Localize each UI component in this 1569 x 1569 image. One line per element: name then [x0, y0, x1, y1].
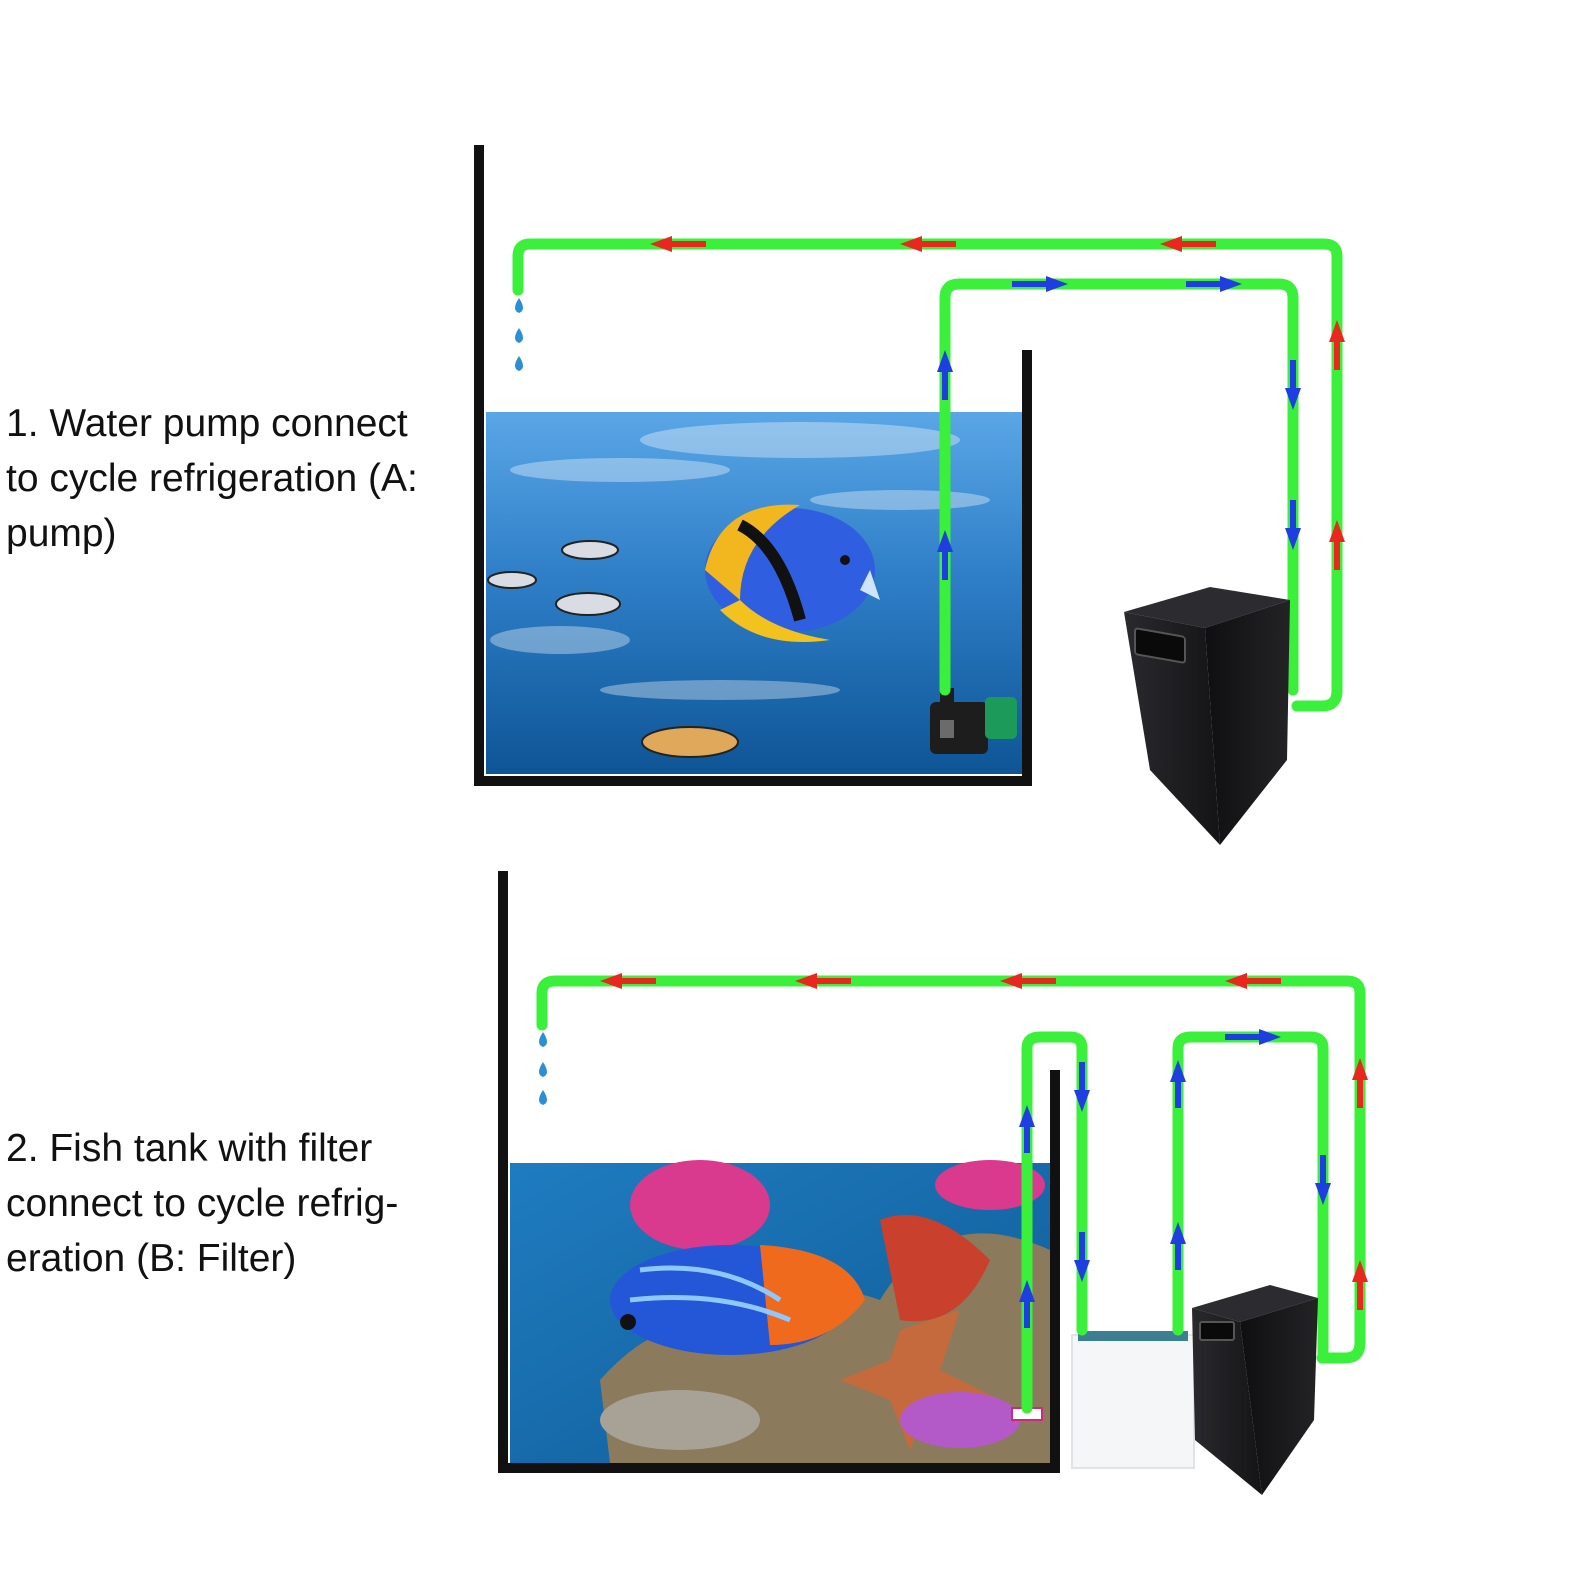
water-drop-icon [539, 1032, 547, 1105]
caption-line: 2. Fish tank with filter [6, 1127, 373, 1170]
filter-box-icon [1071, 1331, 1195, 1469]
pipe-return [512, 238, 1343, 712]
fish-striped-small-icon [487, 540, 739, 758]
tank-wall [474, 145, 1032, 786]
water-drop-icon [515, 298, 523, 371]
diagram-filter [498, 871, 1368, 1495]
flow-arrows-return [600, 973, 1368, 1310]
fish-butterfly-icon [705, 504, 880, 642]
diagram-pump [474, 145, 1345, 845]
caption-line: pump) [6, 512, 117, 555]
tank-wall [498, 871, 1060, 1473]
caption-line: eration (B: Filter) [6, 1237, 297, 1280]
caption-line: 1. Water pump connect [6, 402, 408, 445]
pipe-system [512, 238, 1343, 712]
flow-arrows-supply [1019, 1029, 1331, 1328]
chiller-unit-icon [1192, 1285, 1318, 1495]
flow-arrows-return [650, 236, 1345, 570]
pipe-tank-to-filter [1021, 1031, 1088, 1414]
caption-filter-setup: 2. Fish tank with filter connect to cycl… [6, 1121, 398, 1286]
fish-butterfly-icon [610, 1245, 865, 1355]
caption-line: connect to cycle refrig- [6, 1182, 399, 1225]
pipe-supply [939, 278, 1299, 696]
caption-line: to cycle refrigeration (A: [6, 457, 418, 500]
pipe-return [536, 975, 1366, 1364]
caption-pump-setup: 1. Water pump connect to cycle refrigera… [6, 396, 418, 561]
water-texture [490, 422, 990, 700]
water-pump-icon [930, 688, 1017, 754]
flow-arrows-supply [937, 276, 1301, 580]
coral-reef [600, 1160, 1050, 1463]
chiller-unit-icon [1124, 587, 1290, 845]
